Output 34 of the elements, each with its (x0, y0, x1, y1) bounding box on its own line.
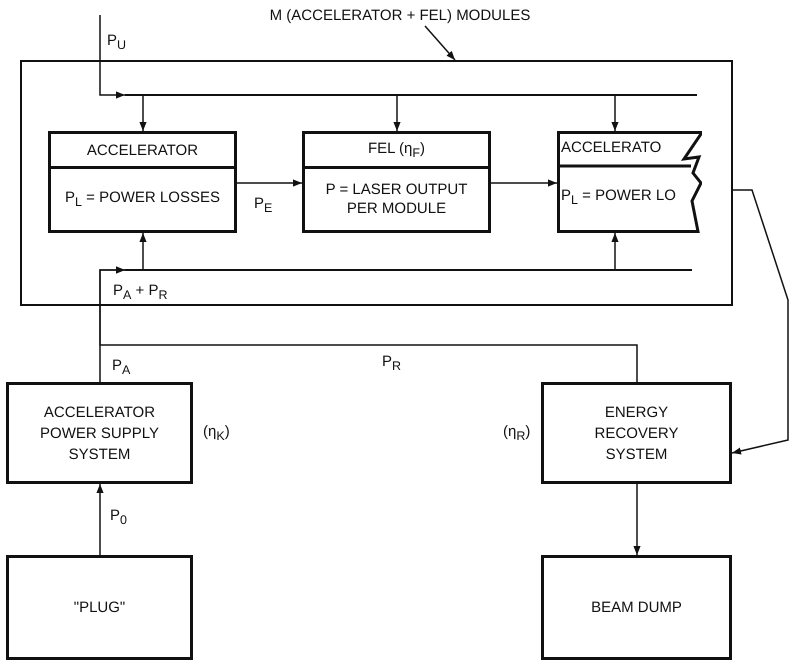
module-description: P$_{L}$ = POWER LO (561, 187, 676, 209)
module-description: P$_{L}$ = POWER LOSSES (65, 188, 220, 210)
module-box (48, 131, 237, 233)
leader-line (424, 26, 456, 60)
arrow (732, 189, 789, 454)
module-title: ACCELERATOR (86, 142, 198, 158)
arrow (611, 233, 619, 269)
power-bus-line (125, 269, 692, 271)
box-label: ACCELERATOR POWER SUPPLY SYSTEM (39, 402, 160, 464)
module-box (302, 131, 491, 233)
arrow (96, 484, 104, 555)
arrow (139, 96, 147, 131)
system-box (541, 382, 732, 484)
arrow (393, 96, 401, 131)
arrow (611, 96, 619, 131)
power-bus-line (125, 94, 697, 96)
arrow (633, 484, 641, 555)
arrow (491, 179, 557, 187)
box-label: "PLUG" (74, 598, 126, 618)
box-label: BEAM DUMP (591, 598, 682, 618)
torn-module-box (557, 131, 702, 233)
module-frame (20, 60, 733, 306)
system-box (6, 555, 193, 660)
module-title: FEL (η$_{F}$) (368, 140, 426, 160)
arrow (139, 233, 147, 269)
module-description: P = LASER OUTPUT PER MODULE (324, 180, 468, 218)
system-box (541, 555, 732, 660)
arrow (99, 15, 125, 99)
module-title: ACCELERATO (561, 138, 662, 156)
group-label: M (ACCELERATOR + FEL) MODULES (270, 6, 530, 24)
arrow (99, 266, 638, 382)
system-box (6, 382, 193, 484)
box-label: ENERGY RECOVERY SYSTEM (594, 402, 680, 464)
arrow (237, 179, 302, 187)
